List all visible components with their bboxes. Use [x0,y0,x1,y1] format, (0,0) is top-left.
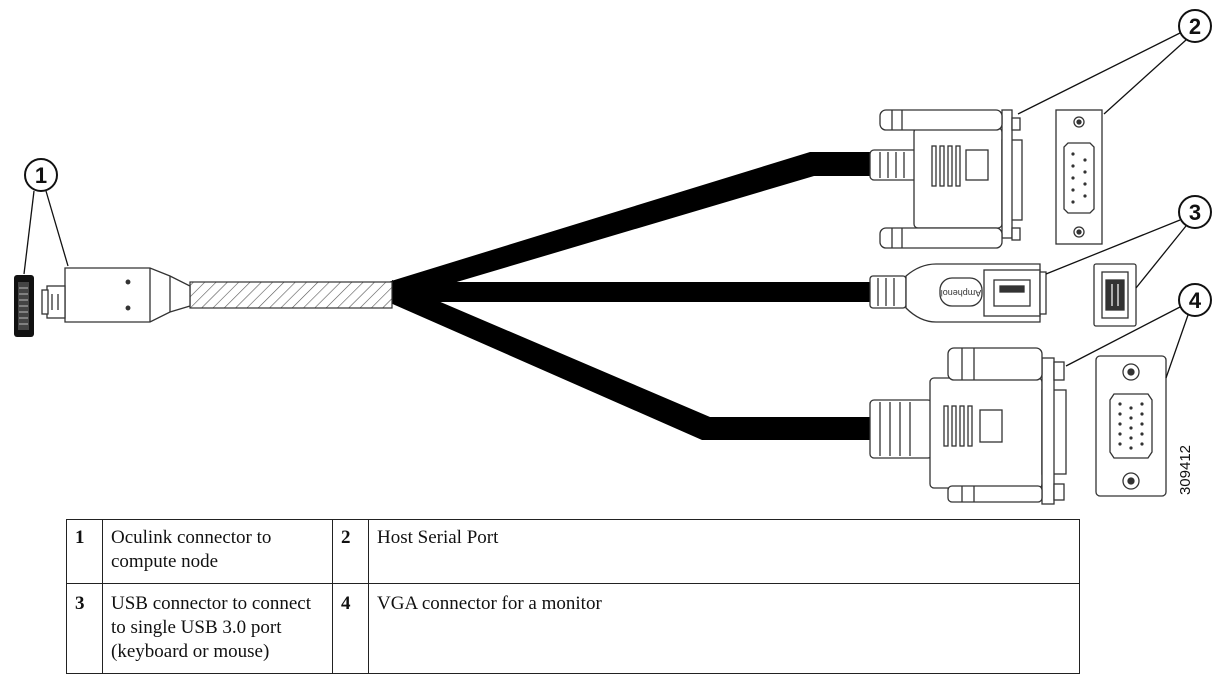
vga-connector [869,347,1067,505]
usb-connector [869,263,1047,323]
cable-diagram: Amphenol [14,9,1212,505]
legend-row: 1 Oculink connector to compute node 2 Ho… [66,519,1080,584]
callout-4: 4 [1065,283,1212,379]
vga-port-face [1095,355,1167,497]
legend-number: 4 [332,583,369,674]
usb-brand-label: Amphenol [941,288,982,298]
usb-port-face [1093,263,1137,327]
svg-text:2: 2 [1189,14,1201,39]
svg-text:1: 1 [35,163,47,188]
svg-text:3: 3 [1189,200,1201,225]
legend-description: VGA connector for a monitor [368,583,1080,674]
serial-port-face [1055,109,1103,245]
legend-table: 1 Oculink connector to compute node 2 Ho… [66,519,1080,674]
cable-trunk [189,281,393,309]
legend-number: 2 [332,519,369,584]
legend-number: 3 [66,583,103,674]
cable-branches [388,152,870,440]
callout-1: 1 [23,158,69,275]
legend-row: 3 USB connector to connect to single USB… [66,583,1080,674]
legend-description: Oculink connector to compute node [102,519,333,584]
legend-description: USB connector to connect to single USB 3… [102,583,333,674]
legend-number: 1 [66,519,103,584]
figure-id: 309412 [1177,445,1194,495]
oculink-plug-face [14,275,34,337]
oculink-connector [41,267,191,323]
serial-connector [869,109,1023,249]
callout-3: 3 [1045,195,1212,289]
legend-description: Host Serial Port [368,519,1080,584]
svg-text:4: 4 [1189,288,1202,313]
callout-2: 2 [1017,9,1212,115]
